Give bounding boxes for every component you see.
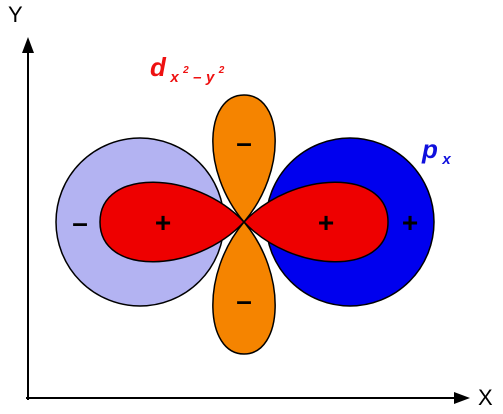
d-label-sup-x: 2 bbox=[182, 65, 189, 76]
d-right-sign: + bbox=[318, 207, 334, 238]
d-left-positive-lobe bbox=[99, 181, 246, 263]
d-right-positive-lobe bbox=[242, 181, 389, 263]
x-axis bbox=[26, 392, 470, 404]
d-label-base: d bbox=[150, 52, 167, 82]
y-axis bbox=[22, 37, 34, 400]
d-top-negative-lobe bbox=[212, 94, 276, 224]
p-label-base: p bbox=[421, 134, 438, 164]
x-axis-label: X bbox=[478, 385, 493, 410]
px-left-sign: – bbox=[72, 207, 88, 238]
d-bottom-negative-lobe bbox=[212, 220, 276, 355]
y-axis-label: Y bbox=[8, 2, 23, 27]
d-top-sign: – bbox=[236, 127, 252, 158]
d-orbital-label: d x 2 – y 2 bbox=[150, 52, 225, 86]
p-orbital-label: p x bbox=[421, 134, 451, 168]
p-label-sub: x bbox=[441, 151, 451, 168]
d-bottom-sign: – bbox=[236, 285, 252, 316]
d-label-sub-x: x bbox=[169, 69, 179, 86]
y-axis-arrowhead bbox=[22, 37, 34, 53]
px-right-sign: + bbox=[402, 207, 418, 238]
x-axis-arrowhead bbox=[454, 392, 470, 404]
d-label-sup-y: 2 bbox=[218, 65, 225, 76]
d-label-minus: – bbox=[193, 69, 201, 86]
d-left-sign: + bbox=[155, 207, 171, 238]
d-label-sub-y: y bbox=[205, 69, 215, 86]
